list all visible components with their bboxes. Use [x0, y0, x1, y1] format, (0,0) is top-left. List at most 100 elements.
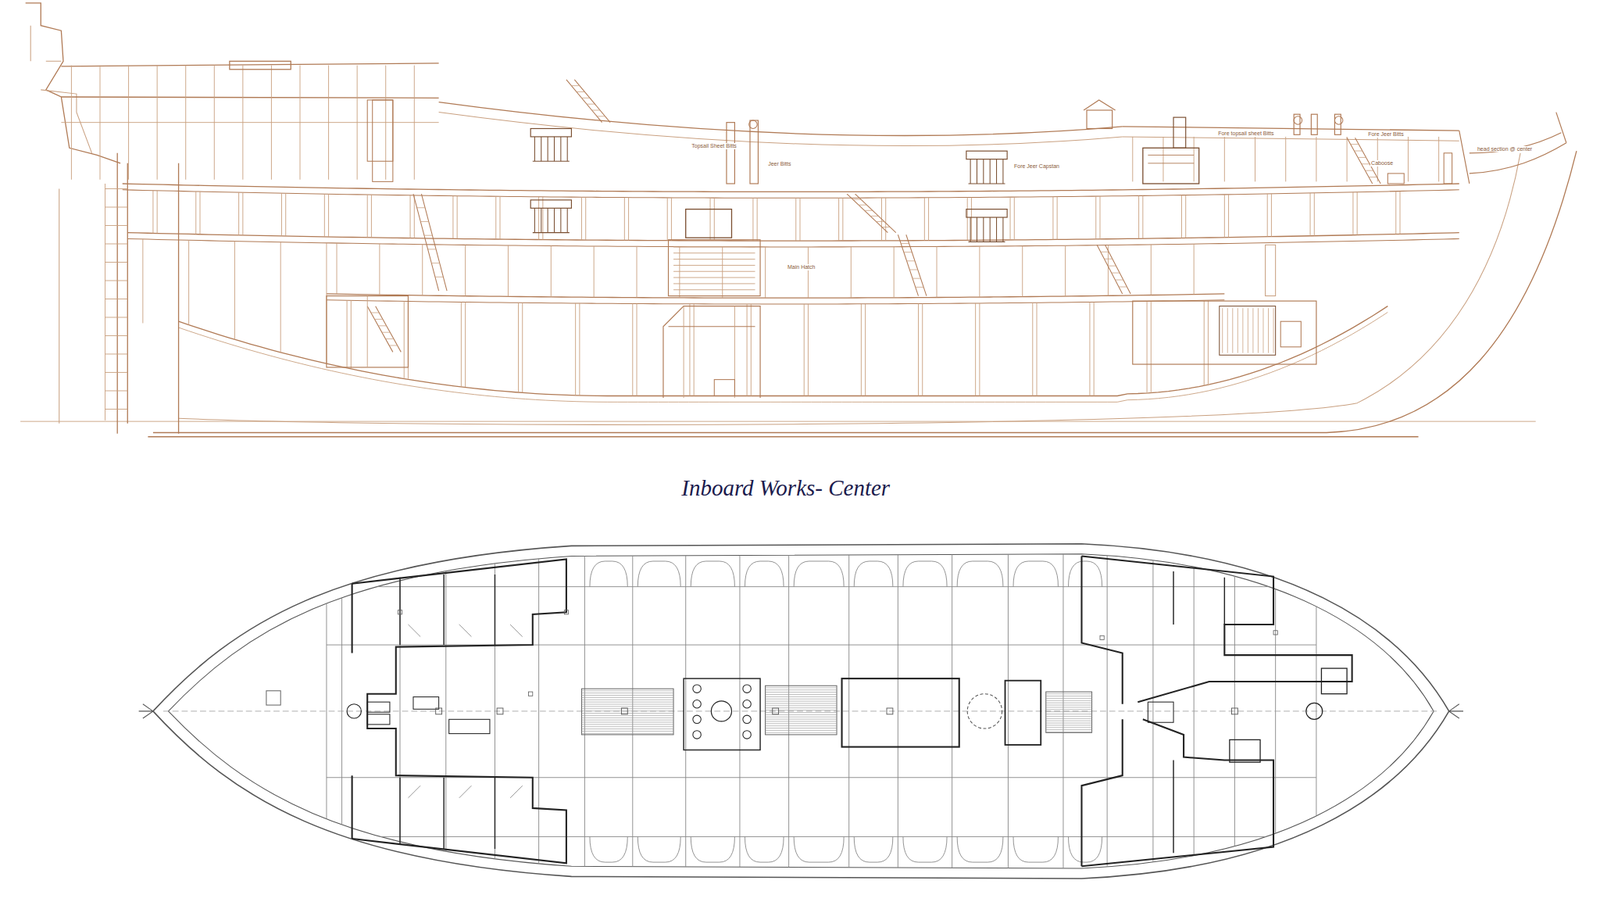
- stanchion: [300, 65, 301, 180]
- ladder-step: [875, 221, 884, 222]
- rack-slat: [1221, 307, 1223, 353]
- knee: [1013, 560, 1058, 587]
- capstan-whelp: [996, 217, 997, 242]
- pillar: [1271, 193, 1272, 237]
- stanchion: [271, 65, 272, 180]
- pillar: [285, 192, 286, 236]
- hull-outline: [153, 150, 1577, 433]
- capstan-whelp: [982, 217, 984, 242]
- pillar: [242, 192, 243, 236]
- knee: [744, 560, 784, 587]
- stanchion: [214, 65, 215, 180]
- grating-bar: [765, 696, 837, 697]
- part-label: Fore Jeer Bitts: [1367, 131, 1405, 138]
- capstan-head: [966, 150, 1008, 159]
- grating: [581, 688, 674, 735]
- companion: [367, 100, 393, 161]
- pillar: [200, 191, 201, 235]
- deck-line: [127, 238, 1459, 247]
- grating-bar: [765, 689, 837, 690]
- pillar: [328, 193, 329, 237]
- pillar: [936, 246, 938, 297]
- hatch: [1005, 680, 1042, 745]
- ladder-rung: [105, 408, 129, 410]
- ladder-step: [1350, 143, 1359, 145]
- cabin-partition: [494, 574, 496, 849]
- grating-bar: [581, 732, 674, 734]
- ladder: [1096, 244, 1131, 294]
- pillar: [928, 197, 929, 241]
- fore-mast: [1306, 702, 1323, 719]
- deck-line: [326, 293, 1225, 298]
- ladder-step: [385, 338, 394, 340]
- pillar: [550, 246, 552, 297]
- grating-bar: [581, 719, 674, 721]
- capstan-base: [532, 232, 570, 233]
- ladder-side: [104, 183, 106, 421]
- hold-pillar: [1146, 300, 1148, 393]
- hull-outline: [153, 543, 1450, 879]
- ladder-step: [1353, 150, 1362, 152]
- pillar: [1100, 196, 1101, 240]
- bitt-head: [749, 120, 758, 129]
- frame-line: [325, 530, 327, 893]
- capstan-whelp: [567, 207, 568, 233]
- hold-pillar: [860, 303, 862, 397]
- knee: [793, 835, 844, 862]
- belfry-roof: [1083, 100, 1115, 111]
- hold-pillar: [632, 303, 633, 396]
- knee: [589, 835, 628, 862]
- cabin-partition: [399, 577, 400, 845]
- part-label: Main Hatch: [786, 264, 816, 271]
- keel: [147, 435, 1418, 437]
- pillar: [1138, 195, 1140, 239]
- grating-bar: [581, 689, 674, 691]
- ladder: [413, 193, 447, 291]
- pillar: [710, 197, 711, 241]
- hatch: [1147, 701, 1174, 722]
- pillar: [1095, 196, 1097, 240]
- pillar: [378, 243, 380, 295]
- grating-bar: [1046, 717, 1093, 719]
- head-rail: [1556, 112, 1567, 143]
- grating-bar: [581, 701, 674, 703]
- hold-pillar: [807, 303, 809, 397]
- frame-line: [1152, 530, 1154, 893]
- pillar: [624, 197, 625, 241]
- hold-pillar: [1036, 302, 1038, 396]
- grating-bar: [1046, 710, 1093, 712]
- pillar: [800, 197, 801, 241]
- capstan-whelp: [996, 159, 997, 184]
- grating-bar: [581, 694, 674, 696]
- frame-line: [1107, 530, 1108, 893]
- pillar: [234, 241, 236, 340]
- knee: [957, 835, 1004, 862]
- ladder-step: [576, 91, 585, 93]
- ladder: [846, 193, 897, 233]
- pillar: [752, 197, 754, 241]
- frame-line: [685, 530, 686, 893]
- pillar: [842, 197, 843, 241]
- ladder-rung: [105, 389, 129, 391]
- ladder-step: [673, 282, 755, 284]
- capstan: [683, 678, 761, 750]
- grating-bar: [765, 693, 837, 695]
- hold-pillar: [521, 302, 523, 393]
- hatch-ladder: [668, 239, 761, 297]
- pillar: [885, 197, 886, 241]
- forecastle-rail: [1122, 126, 1460, 131]
- ladder-step: [1103, 258, 1112, 260]
- capstan-whelp: [970, 159, 972, 184]
- bitts: [1310, 114, 1318, 135]
- deck-line: [122, 189, 1460, 198]
- taffrail: [25, 3, 121, 164]
- capstan-whelp: [547, 136, 549, 161]
- pillar: [581, 196, 583, 240]
- hold-ceiling: [178, 306, 1389, 397]
- pillar: [807, 246, 809, 298]
- grating-bar: [765, 718, 837, 720]
- ladder-step: [1107, 265, 1116, 267]
- pillar-mark: [886, 707, 893, 715]
- ladder-step: [581, 97, 590, 99]
- stanchion: [1377, 136, 1379, 182]
